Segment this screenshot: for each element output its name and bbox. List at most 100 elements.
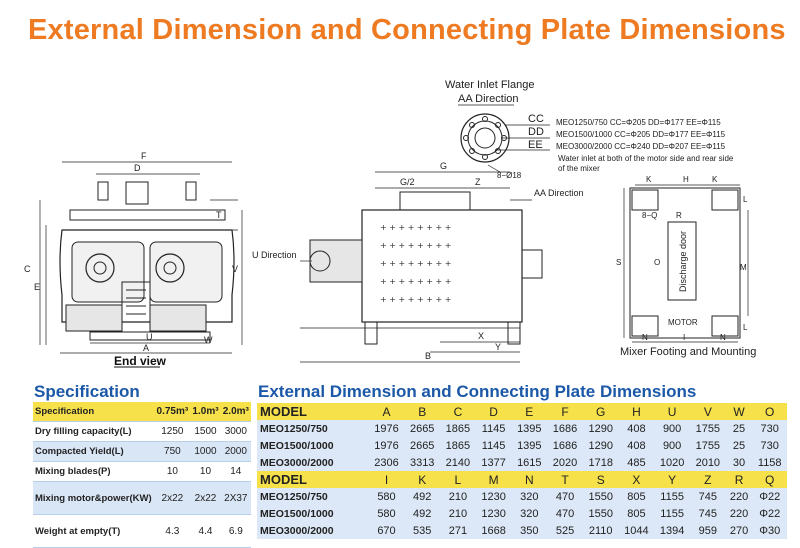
spec-cell: 10 bbox=[190, 461, 221, 482]
dimension-cell: 350 bbox=[511, 522, 548, 539]
dimension-header-cell: K bbox=[404, 471, 441, 488]
flange-note-2: of the mixer bbox=[558, 164, 600, 173]
dimension-cell: 1145 bbox=[475, 420, 512, 437]
end-view-label-a: A bbox=[143, 343, 149, 353]
dimension-header-cell: D bbox=[475, 403, 512, 420]
dimension-cell: 220 bbox=[725, 488, 753, 505]
side-view-aa-direction: AA Direction bbox=[534, 188, 584, 198]
footing-label-n1: N bbox=[642, 333, 648, 342]
dimension-cell: 408 bbox=[618, 420, 655, 437]
dimension-cell: Φ22 bbox=[752, 488, 787, 505]
dimension-cell: 2110 bbox=[582, 522, 619, 539]
dimension-cell: 670 bbox=[368, 522, 405, 539]
flange-spec-1: MEO1250/750 CC=Φ205 DD=Φ177 EE=Φ115 bbox=[556, 118, 721, 127]
spec-cell: 1500 bbox=[190, 421, 221, 442]
spec-row: Mixing motor&power(KW) 2x22 2x22 2X37 bbox=[33, 481, 251, 515]
dimension-cell: 3313 bbox=[404, 454, 441, 471]
dimension-cell: MEO1250/750 bbox=[257, 488, 369, 505]
spec-cell: 3000 bbox=[220, 421, 251, 442]
flange-holes-label: 8−Ø18 bbox=[497, 171, 522, 180]
dimension-header-cell: I bbox=[368, 471, 405, 488]
spec-cell: Weight at empty(T) bbox=[33, 514, 155, 548]
dimension-cell: MEO1250/750 bbox=[257, 420, 369, 437]
specification-table: Specification 0.75m³ 1.0m³ 2.0m³ Dry fil… bbox=[33, 402, 251, 548]
flange-label-cc: CC bbox=[528, 113, 544, 125]
spec-cell: 1250 bbox=[154, 421, 191, 442]
dimension-cell: 1044 bbox=[618, 522, 655, 539]
dimension-cell: 1550 bbox=[582, 488, 619, 505]
dimension-cell: 492 bbox=[404, 488, 441, 505]
flange-label-ee: EE bbox=[528, 139, 543, 151]
dimension-cell: 805 bbox=[618, 505, 655, 522]
technical-drawings: Water Inlet Flange AA Direction CC DD EE… bbox=[24, 79, 756, 368]
footing-label-m: M bbox=[740, 263, 747, 272]
dimension-cell: 580 bbox=[368, 505, 405, 522]
dimension-cell: 25 bbox=[725, 437, 753, 454]
svg-text:+ + + + + + + +: + + + + + + + + bbox=[380, 241, 451, 250]
end-view-label-f: F bbox=[141, 151, 147, 161]
svg-text:+ + + + + + + +: + + + + + + + + bbox=[380, 295, 451, 304]
end-view-label-v: V bbox=[232, 264, 238, 274]
footing-label-i: I bbox=[683, 333, 685, 342]
side-view-label-y: Y bbox=[495, 342, 501, 352]
end-view-label-t: T bbox=[216, 210, 222, 220]
spec-header-row: Specification 0.75m³ 1.0m³ 2.0m³ bbox=[33, 402, 251, 422]
dimension-cell: 580 bbox=[368, 488, 405, 505]
dimension-cell: 1230 bbox=[475, 505, 512, 522]
dimension-header-cell: U bbox=[654, 403, 690, 420]
footing-label-n2: N bbox=[720, 333, 726, 342]
footing-caption: Mixer Footing and Mounting bbox=[620, 346, 756, 358]
dimension-cell: MEO3000/2000 bbox=[257, 454, 369, 471]
flange-title: Water Inlet Flange bbox=[445, 79, 534, 91]
end-view-caption: End view bbox=[114, 354, 167, 368]
spec-header-cell: Specification bbox=[33, 402, 155, 422]
spec-header-cell: 1.0m³ bbox=[190, 402, 221, 422]
spec-cell: 6.9 bbox=[220, 514, 251, 548]
dimension-cell: 1395 bbox=[511, 420, 548, 437]
spec-cell: 1000 bbox=[190, 441, 221, 462]
dimension-cell: 959 bbox=[689, 522, 726, 539]
side-view-label-x: X bbox=[478, 331, 484, 341]
spec-row: Compacted Yield(L) 750 1000 2000 bbox=[33, 441, 251, 462]
dimension-cell: 408 bbox=[618, 437, 655, 454]
dimension-cell: 1615 bbox=[511, 454, 548, 471]
end-view-label-d: D bbox=[134, 163, 141, 173]
dimension-cell: 1230 bbox=[475, 488, 512, 505]
dimension-cell: 271 bbox=[440, 522, 476, 539]
dimension-cell: 270 bbox=[725, 522, 753, 539]
flange-spec-3: MEO3000/2000 CC=Φ240 DD=Φ207 EE=Φ115 bbox=[556, 142, 726, 151]
dimension-cell: 730 bbox=[752, 437, 787, 454]
dimension-cell: 745 bbox=[689, 505, 726, 522]
side-view-label-z: Z bbox=[475, 177, 481, 187]
dimension-cell: MEO1500/1000 bbox=[257, 505, 369, 522]
dimension-cell: 210 bbox=[440, 488, 476, 505]
spec-cell: 750 bbox=[154, 441, 191, 462]
dimension-cell: 492 bbox=[404, 505, 441, 522]
dimension-cell: 1020 bbox=[654, 454, 690, 471]
dimension-header-cell: L bbox=[440, 471, 476, 488]
dimension-cell: 1290 bbox=[582, 437, 619, 454]
dimension-header-cell: S bbox=[582, 471, 619, 488]
dimension-cell: MEO3000/2000 bbox=[257, 522, 369, 539]
dimension-cell: Φ30 bbox=[752, 522, 787, 539]
dimension-cell: 1718 bbox=[582, 454, 619, 471]
dimension-cell: 320 bbox=[511, 488, 548, 505]
footing-label-l1: L bbox=[743, 195, 748, 204]
dimension-header-cell: Q bbox=[752, 471, 787, 488]
dimension-header-cell: N bbox=[511, 471, 548, 488]
dimension-cell: 1145 bbox=[475, 437, 512, 454]
dimension-cell: 470 bbox=[547, 505, 583, 522]
dimension-cell: 2665 bbox=[404, 437, 441, 454]
footing-label-k1: K bbox=[646, 175, 652, 184]
spec-cell: 2x22 bbox=[154, 481, 191, 515]
dimension-cell: 1976 bbox=[368, 420, 405, 437]
spec-cell: 14 bbox=[220, 461, 251, 482]
dimension-header-cell: MODEL bbox=[257, 471, 369, 488]
